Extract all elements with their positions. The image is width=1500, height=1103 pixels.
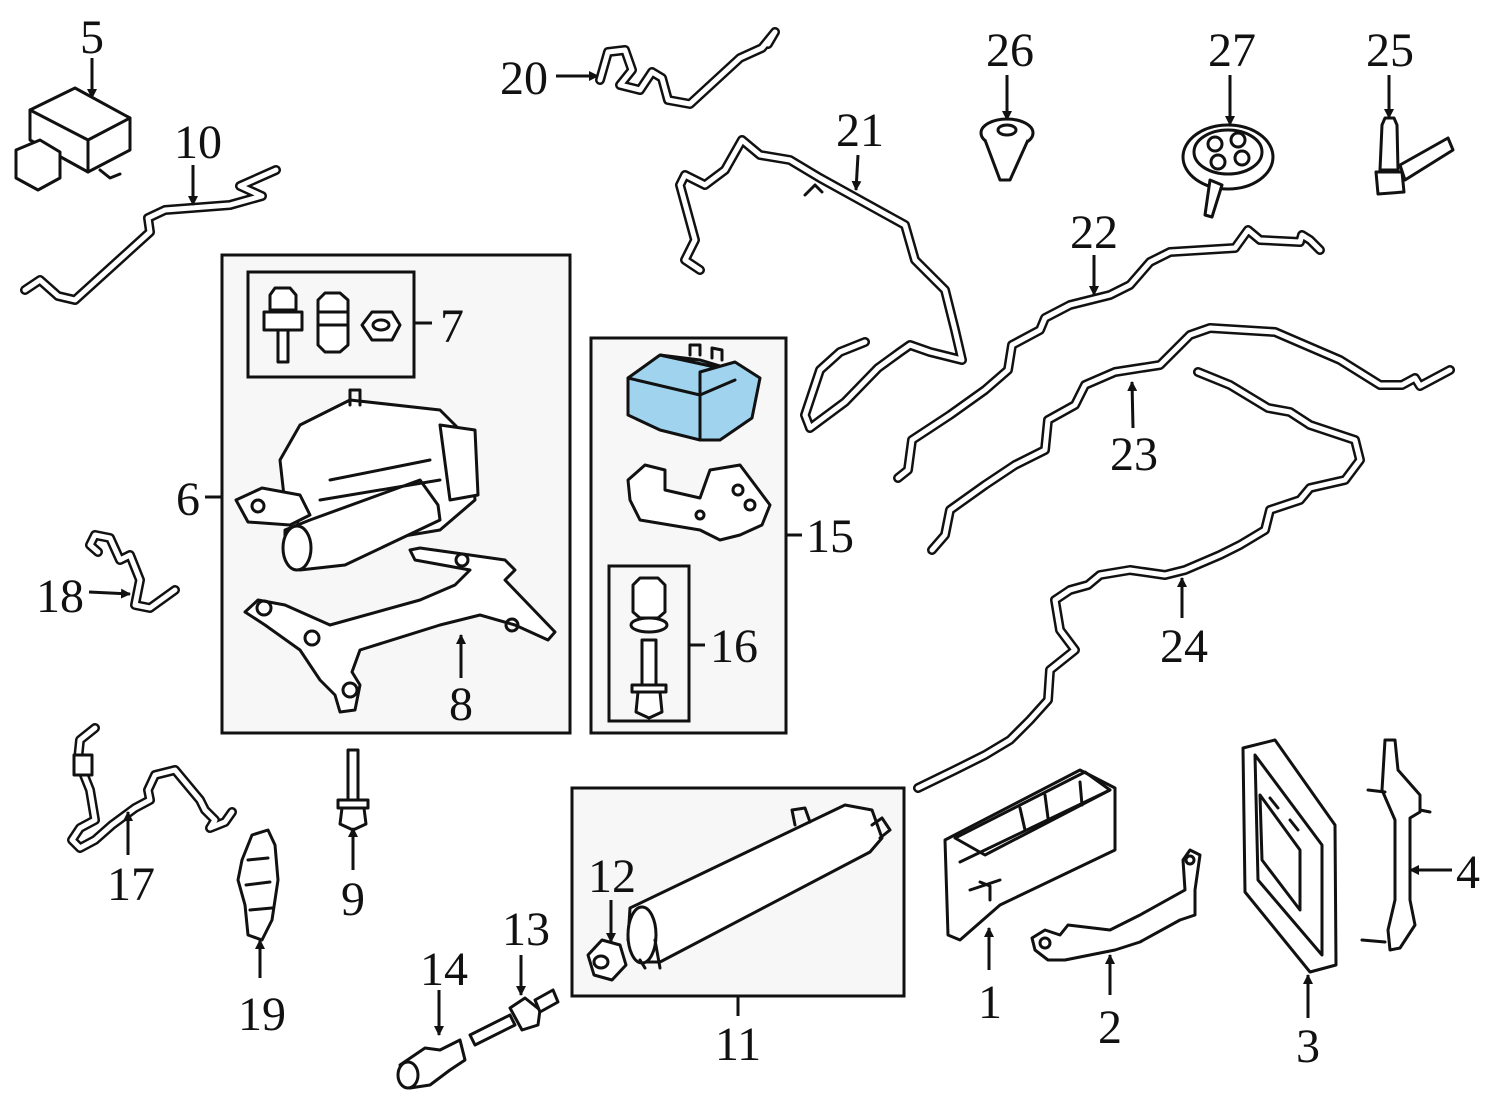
callout-7: 7 [440, 300, 464, 353]
leader-lines [87, 58, 1452, 1036]
part-16-mounts [629, 576, 669, 720]
callout-6: 6 [176, 473, 200, 526]
callout-20: 20 [500, 52, 548, 105]
callout-10: 10 [174, 116, 222, 169]
callout-3: 3 [1296, 1020, 1320, 1073]
callout-8: 8 [449, 678, 473, 731]
part-12-bushing [586, 938, 628, 982]
callout-27: 27 [1208, 24, 1256, 77]
callout-18: 18 [36, 570, 84, 623]
callout-16: 16 [710, 620, 758, 673]
callout-22: 22 [1070, 206, 1118, 259]
part-2-bracket [1030, 848, 1202, 962]
part-20-line [595, 27, 780, 109]
part-8-bracket [243, 546, 557, 714]
part-3-ecu [1241, 738, 1338, 974]
part-19-bracket [236, 828, 280, 942]
part-17-harness [67, 723, 237, 853]
callout-labels: 5 10 20 21 26 27 25 22 23 24 7 6 8 15 16… [36, 11, 1480, 1073]
callout-4: 4 [1456, 846, 1480, 899]
callout-15: 15 [806, 510, 854, 563]
part-4-bracket [1360, 738, 1432, 952]
part-9-bolt [336, 748, 370, 832]
part-18-clip [85, 530, 180, 613]
callout-21: 21 [836, 104, 884, 157]
callout-23: 23 [1110, 428, 1158, 481]
callout-26: 26 [986, 24, 1034, 77]
part-24-line [913, 367, 1365, 793]
part-11-dryer [626, 803, 892, 970]
part-13-stud [468, 988, 560, 1047]
part-10-line [20, 165, 281, 305]
part-15-bracket [626, 463, 772, 542]
part-14-nut [396, 1038, 467, 1090]
part-25-fitting [1374, 116, 1455, 196]
callout-13: 13 [502, 903, 550, 956]
callout-14: 14 [420, 943, 468, 996]
part-22-line [893, 225, 1325, 483]
callout-25: 25 [1366, 24, 1414, 77]
part-7-fasteners [262, 286, 402, 364]
callout-17: 17 [107, 858, 155, 911]
part-21-line [675, 135, 967, 433]
part-6-compressor [234, 388, 480, 572]
callout-2: 2 [1098, 1001, 1122, 1054]
part-23-line [927, 323, 1455, 555]
part-5-sensor [14, 86, 132, 192]
part-26-grommet [979, 117, 1035, 182]
part-1-module [943, 768, 1117, 942]
callout-19: 19 [238, 988, 286, 1041]
callout-1: 1 [978, 976, 1002, 1029]
part-15-valve-block [626, 343, 762, 442]
callout-12: 12 [588, 850, 636, 903]
callout-11: 11 [715, 1018, 761, 1071]
callout-24: 24 [1160, 620, 1208, 673]
callout-5: 5 [80, 11, 104, 64]
callout-9: 9 [341, 873, 365, 926]
part-27-grommet [1181, 123, 1275, 219]
